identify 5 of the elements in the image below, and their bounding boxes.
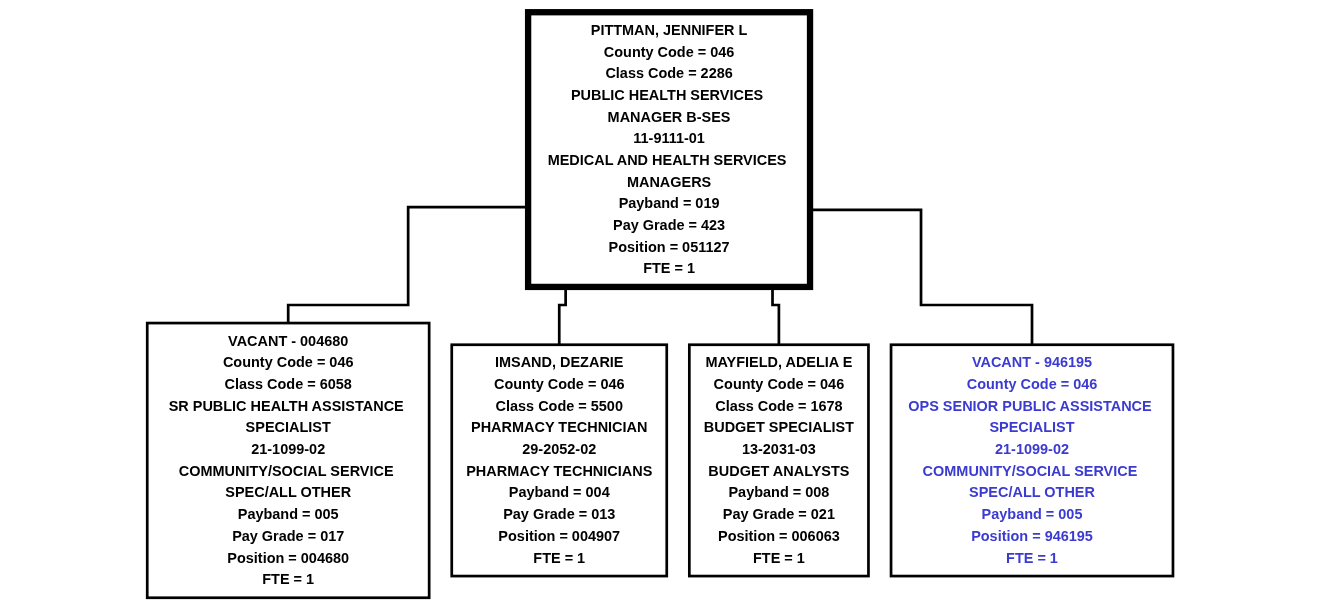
node-box: VACANT - 004680 County Code = 046 Class Code = 6058 SR PUBLIC HEALTH ASSISTANCE SPECIALIST 21-1099-02 COMMUNITY/SOCIAL SERVICE SPEC/ALL OTHER Payband = 005 Pay Grade = 017 Position = 004680 FTE = 1: [145, 321, 431, 600]
node-box: VACANT - 946195 County Code = 046 OPS SENIOR PUBLIC ASSISTANCE SPECIALIST 21-1099-02 COMMUNITY/SOCIAL SERVICE SPEC/ALL OTHER Payband = 005 Position = 946195 FTE = 1: [889, 343, 1175, 578]
node-box: IMSAND, DEZARIE County Code = 046 Class Code = 5500 PHARMACY TECHNICIAN 29-2052-02 PHARMACY TECHNICIANS Payband = 004 Pay Grade = 013 Position = 004907 FTE = 1: [450, 343, 668, 578]
node-box: MAYFIELD, ADELIA E County Code = 046 Class Code = 1678 BUDGET SPECIALIST 13-2031-03 BUDGET ANALYSTS Payband = 008 Pay Grade = 021 Position = 006063 FTE = 1: [687, 343, 870, 578]
node-box: PITTMAN, JENNIFER L County Code = 046 Class Code = 2286 PUBLIC HEALTH SERVICES MANAGER B-SES 11-9111-01 MEDICAL AND HEALTH SERVICES MANAGERS Payband = 019 Pay Grade = 423 Position = 051127 FTE = 1: [524, 9, 814, 291]
